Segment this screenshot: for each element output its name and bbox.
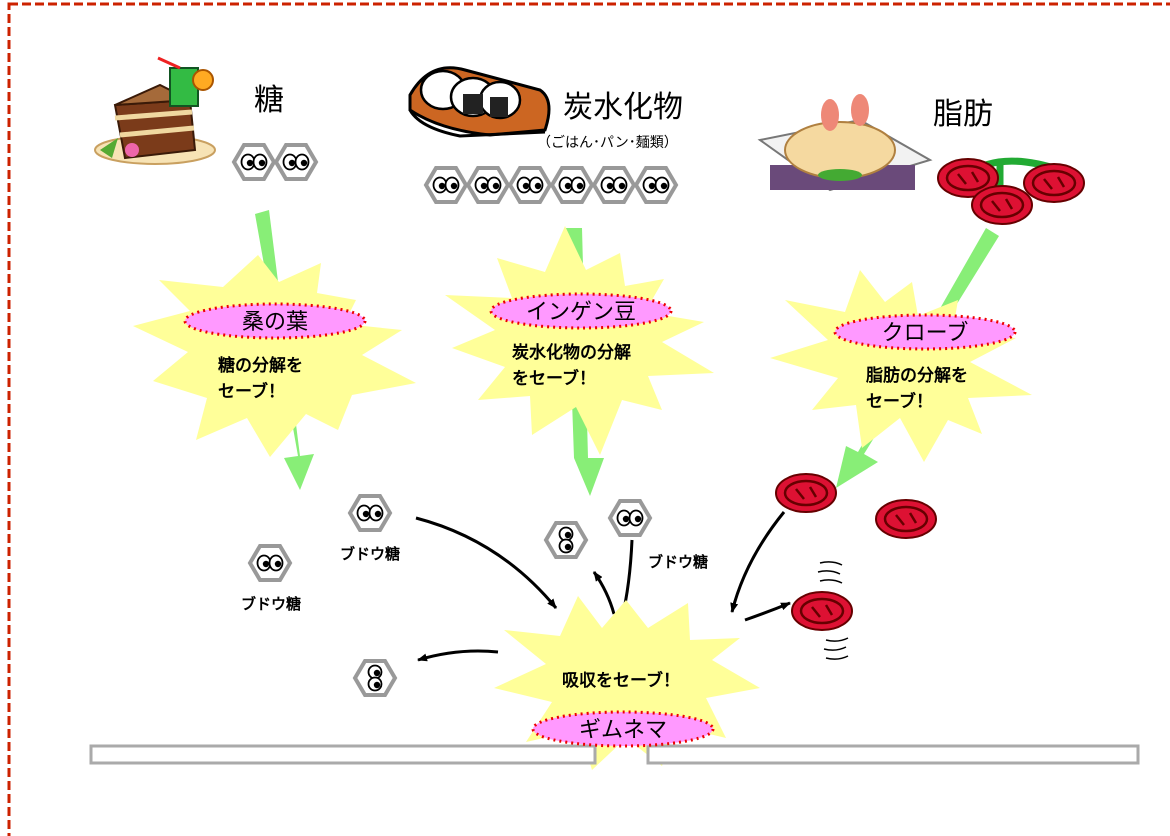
absorption-message: 吸収をセーブ！ — [562, 670, 680, 691]
vibration-lines — [817, 561, 843, 584]
tempura-icon — [757, 94, 933, 192]
column-1-message-line1: 糖の分解を — [218, 355, 303, 376]
column-2-subtitle: （ごはん･パン･麺類） — [537, 135, 678, 151]
fat-molecule-icon — [790, 590, 854, 632]
cake-icon — [94, 56, 216, 165]
herb-label-3: クローブ — [882, 321, 969, 346]
glucose-label-3: ブドウ糖 — [648, 553, 708, 571]
column-3-message-line2: セーブ！ — [866, 391, 933, 412]
glucose-label-1: ブドウ糖 — [241, 595, 301, 613]
herb-label-1: 桑の葉 — [242, 310, 308, 335]
glucose-hexagon-icon — [348, 494, 392, 532]
dashed-border — [7, 2, 1170, 836]
onigiri-icon — [408, 66, 551, 138]
herb-badge-1 — [183, 302, 367, 340]
fat-molecule-icon — [774, 472, 838, 514]
column-1-message-line2: セーブ！ — [218, 381, 285, 402]
glucose-hexagon-icon — [544, 521, 588, 559]
glucose-label-2: ブドウ糖 — [340, 545, 400, 563]
burst-2 — [445, 226, 714, 455]
herb-label-gymnema: ギムネマ — [579, 718, 667, 743]
herb-label-2: インゲン豆 — [526, 300, 636, 325]
glucose-hexagon-icon — [466, 166, 510, 204]
glucose-hexagon-icon — [353, 659, 397, 697]
column-2-message-line2: をセーブ！ — [512, 368, 596, 389]
intestine-wall-left — [89, 744, 597, 765]
glucose-hexagon-icon — [274, 143, 318, 181]
glucose-hexagon-icon — [248, 544, 292, 582]
glucose-hexagon-icon — [608, 499, 652, 537]
herb-badge-2 — [489, 292, 673, 330]
glucose-hexagon-icon — [550, 166, 594, 204]
fat-molecule-icon — [874, 498, 938, 540]
burst-1 — [133, 255, 416, 457]
glucose-hexagon-icon — [232, 143, 276, 181]
column-3-message-line1: 脂肪の分解を — [866, 365, 968, 386]
vibration-lines — [823, 637, 849, 660]
arrow — [592, 571, 616, 615]
glucose-hexagon-icon — [634, 166, 678, 204]
column-3-title: 脂肪 — [933, 97, 993, 132]
arrow — [417, 649, 499, 662]
arrow — [744, 601, 791, 622]
column-2-message-line1: 炭水化物の分解 — [512, 342, 631, 363]
burst-3 — [770, 270, 1032, 462]
herb-badge-gymnema — [531, 710, 715, 748]
column-1-title: 糖 — [254, 83, 284, 118]
fat-molecule-icon — [936, 157, 1086, 226]
glucose-hexagon-icon — [424, 166, 468, 204]
arrow — [415, 516, 558, 609]
herb-badge-3 — [833, 313, 1017, 351]
intestine-wall-right — [646, 744, 1140, 765]
glucose-hexagon-icon — [508, 166, 552, 204]
glucose-hexagon-icon — [592, 166, 636, 204]
column-2-title: 炭水化物 — [563, 90, 683, 125]
arrow — [730, 511, 786, 613]
